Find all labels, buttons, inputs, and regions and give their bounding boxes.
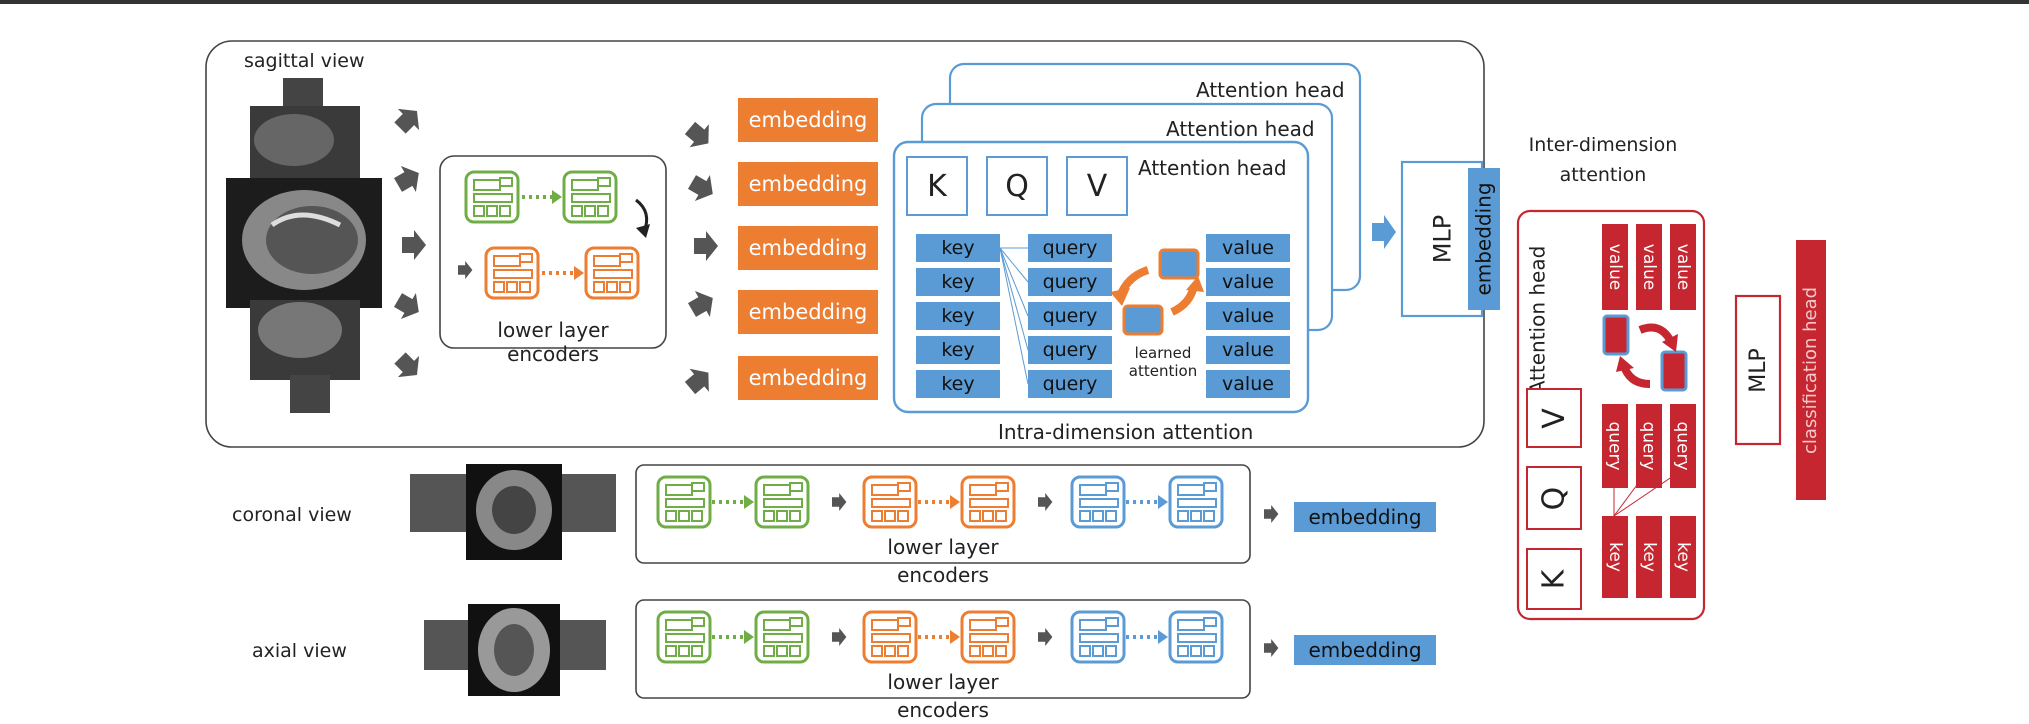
axial-lower-layer-line1: lower layer — [887, 670, 999, 694]
attention-head-title-front: Attention head — [1138, 156, 1287, 180]
query-cell-2: query — [1028, 268, 1112, 296]
axial-lower-layer-label: lower layer encoders — [868, 668, 1018, 724]
value-cell-5: value — [1206, 370, 1290, 398]
query-cell-3: query — [1028, 302, 1112, 330]
key-query-lines — [999, 247, 1029, 385]
inter-query-label-3: query — [1673, 421, 1694, 471]
learned-attention-label: learned attention — [1120, 344, 1206, 380]
key-cell-3: key — [916, 302, 1000, 330]
inter-key-label-1: key — [1605, 542, 1626, 572]
embedding-orange-3: embedding — [738, 226, 878, 270]
inter-mlp-label: MLP — [1745, 347, 1771, 393]
coronal-lower-layer-label: lower layer encoders — [868, 533, 1018, 589]
axial-view-label: axial view — [252, 640, 347, 662]
inter-q-box: Q — [1526, 466, 1582, 530]
coronal-mri-stack — [410, 464, 616, 560]
inter-v-box: V — [1526, 388, 1582, 448]
inter-key-cell-2: key — [1636, 516, 1662, 598]
attention-head-title-mid: Attention head — [1166, 117, 1315, 141]
query-cell-1: query — [1028, 234, 1112, 262]
inter-v-label: V — [1536, 407, 1572, 429]
value-cell-4: value — [1206, 336, 1290, 364]
lower-layer-line1: lower layer — [497, 318, 609, 342]
inter-query-cell-3: query — [1670, 404, 1696, 488]
value-cell-2: value — [1206, 268, 1290, 296]
key-cell-5: key — [916, 370, 1000, 398]
embedding-coronal: embedding — [1294, 502, 1436, 532]
attention-head-title-back: Attention head — [1196, 78, 1345, 102]
v-matrix-box: V — [1066, 156, 1128, 216]
inter-query-label-2: query — [1639, 421, 1660, 471]
embedding-orange-5: embedding — [738, 356, 878, 400]
k-matrix-box: K — [906, 156, 968, 216]
inter-title-line2: attention — [1559, 164, 1647, 186]
inter-attention-head-label: Attention head — [1525, 245, 1549, 395]
lower-layer-encoders-label: lower layer encoders — [478, 318, 628, 366]
q-matrix-box: Q — [986, 156, 1048, 216]
inter-dimension-title: Inter-dimension attention — [1508, 130, 1698, 190]
inter-key-cell-3: key — [1670, 516, 1696, 598]
inter-k-label: K — [1536, 569, 1572, 589]
inter-key-label-2: key — [1639, 542, 1660, 572]
classification-head-label: classification head — [1800, 286, 1822, 454]
embedding-orange-4: embedding — [738, 290, 878, 334]
inter-mlp-label-wrap: MLP — [1736, 348, 1780, 393]
mlp-label: MLP — [1428, 214, 1456, 264]
learned-attention-line1: learned — [1134, 344, 1192, 362]
learned-attention-line2: attention — [1128, 362, 1198, 380]
embedding-vertical-label: embedding — [1472, 182, 1497, 296]
key-cell-4: key — [916, 336, 1000, 364]
axial-mri-stack — [424, 604, 606, 696]
coronal-lower-layer-line1: lower layer — [887, 535, 999, 559]
key-cell-1: key — [916, 234, 1000, 262]
inter-key-label-3: key — [1673, 542, 1694, 572]
query-cell-4: query — [1028, 336, 1112, 364]
key-cell-2: key — [916, 268, 1000, 296]
value-cell-3: value — [1206, 302, 1290, 330]
coronal-lower-layer-line2: encoders — [897, 563, 989, 587]
inter-query-label-1: query — [1605, 421, 1626, 471]
query-cell-5: query — [1028, 370, 1112, 398]
classification-head: classification head — [1796, 240, 1826, 500]
inter-value-label-1: value — [1605, 243, 1625, 291]
inter-query-cell-1: query — [1602, 404, 1628, 488]
embedding-vertical: embedding — [1468, 168, 1500, 310]
inter-q-label: Q — [1536, 486, 1572, 510]
inter-learned-attention-graphic — [1602, 314, 1688, 392]
axial-lower-layer-line2: encoders — [897, 698, 989, 722]
embedding-orange-1: embedding — [738, 98, 878, 142]
inter-key-cell-1: key — [1602, 516, 1628, 598]
top-border — [0, 0, 2029, 4]
inter-attention-head-wrap: Attention head — [1522, 246, 1552, 395]
inter-value-label-3: value — [1673, 243, 1693, 291]
learned-attention-graphic — [1110, 248, 1204, 336]
inter-value-cell-3: value — [1670, 224, 1696, 310]
inter-title-line1: Inter-dimension — [1528, 134, 1678, 156]
inter-mlp-box — [1734, 294, 1782, 446]
sagittal-mri-stack — [226, 78, 382, 413]
embedding-axial: embedding — [1294, 635, 1436, 665]
inter-k-box: K — [1526, 548, 1582, 610]
inter-value-label-2: value — [1639, 243, 1659, 291]
lower-layer-line2: encoders — [507, 342, 599, 366]
coronal-view-label: coronal view — [232, 504, 352, 526]
inter-value-cell-2: value — [1636, 224, 1662, 310]
inter-query-cell-2: query — [1636, 404, 1662, 488]
embedding-orange-2: embedding — [738, 162, 878, 206]
inter-value-cell-1: value — [1602, 224, 1628, 310]
sagittal-view-label: sagittal view — [244, 50, 365, 72]
value-cell-1: value — [1206, 234, 1290, 262]
intra-dimension-caption: Intra-dimension attention — [998, 420, 1254, 444]
